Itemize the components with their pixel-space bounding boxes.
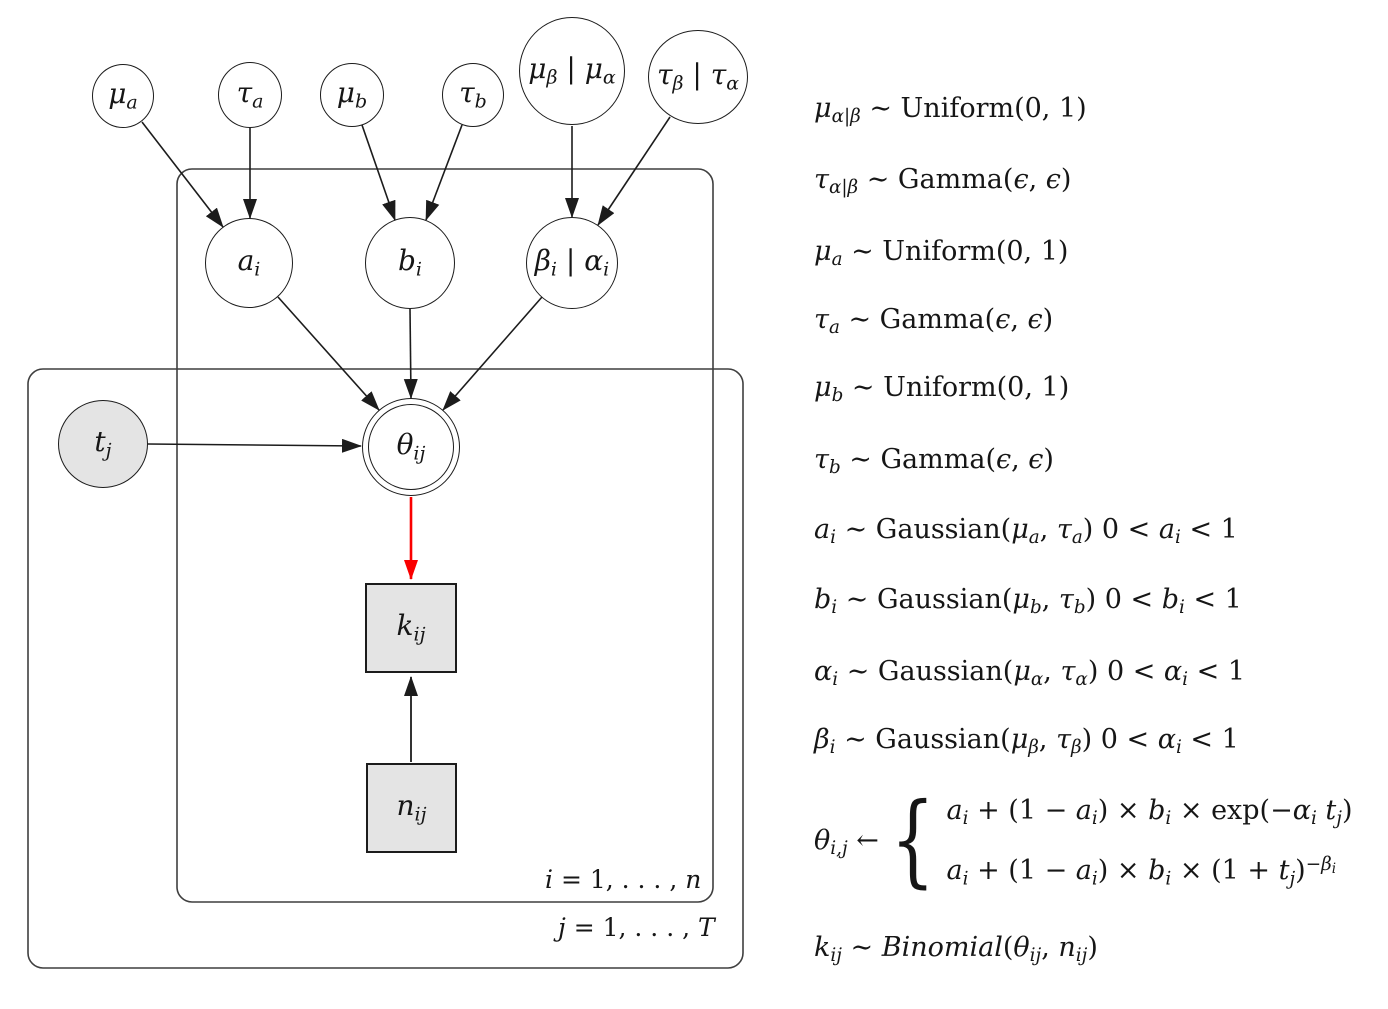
theta-inner-ring bbox=[368, 404, 454, 490]
equation-tau-alpha-beta: τα|β ∼ Gamma(ϵ, ϵ) bbox=[814, 164, 1072, 199]
edge-mu-a-to-a-i bbox=[141, 121, 224, 228]
edge-b-i-to-theta-ij bbox=[403, 308, 418, 399]
plate-j bbox=[27, 368, 744, 969]
node-mu-b-label: μb bbox=[336, 75, 368, 113]
node-t-j-label: tj bbox=[94, 424, 112, 462]
node-k-ij-label: kij bbox=[396, 608, 426, 646]
node-mu-beta-given-mu-alpha: μβ | μα bbox=[519, 17, 625, 125]
plate-j-label: j = 1, . . . , T bbox=[558, 913, 715, 942]
node-b-i: bi bbox=[365, 217, 455, 309]
node-beta-i-label: βi | αi bbox=[534, 243, 610, 281]
plate-i-label: i = 1, . . . , n bbox=[545, 865, 702, 894]
cases-lines: ai + (1 − ai) × bi × exp(−αi tj) ai + (1… bbox=[947, 793, 1353, 891]
node-a-i-label: ai bbox=[237, 243, 261, 281]
edge-mu-b-to-b-i bbox=[361, 124, 396, 221]
equation-tau-b: τb ∼ Gamma(ϵ, ϵ) bbox=[814, 444, 1054, 479]
node-mu-a: μa bbox=[92, 64, 154, 128]
node-tau-a-label: τa bbox=[236, 75, 264, 113]
edge-tau-b-to-b-i bbox=[425, 124, 463, 221]
node-a-i: ai bbox=[205, 218, 293, 308]
node-b-i-label: bi bbox=[397, 243, 423, 281]
node-tau-beta-label: τβ | τα bbox=[656, 57, 740, 95]
node-k-ij: kij bbox=[365, 583, 457, 673]
equation-beta-i: βi ∼ Gaussian(μβ, τβ) 0 < αi < 1 bbox=[814, 724, 1239, 759]
node-mu-beta-label: μβ | μα bbox=[528, 51, 616, 89]
equation-tau-a: τa ∼ Gamma(ϵ, ϵ) bbox=[814, 304, 1054, 339]
equation-theta-ij-cases: θi,j ← { ai + (1 − ai) × bi × exp(−αi tj… bbox=[814, 780, 1353, 898]
edge-tau-beta-to-beta-i bbox=[597, 116, 671, 226]
node-beta-i-given-alpha-i: βi | αi bbox=[526, 217, 618, 309]
node-tau-b: τb bbox=[442, 63, 504, 127]
theta-cases-lhs: θi,j ← bbox=[814, 825, 879, 860]
equation-alpha-i: αi ∼ Gaussian(μα, τα) 0 < αi < 1 bbox=[814, 656, 1245, 691]
edge-a-i-to-theta-ij bbox=[277, 296, 380, 411]
node-theta-ij-label: θij bbox=[396, 427, 426, 465]
node-mu-a-label: μa bbox=[108, 76, 138, 114]
edge-beta-i-to-theta-ij bbox=[442, 296, 543, 411]
theta-case-power-law: ai + (1 − ai) × bi × (1 + tj)−βi bbox=[946, 854, 1337, 890]
equation-a-i: ai ∼ Gaussian(μa, τa) 0 < ai < 1 bbox=[814, 514, 1238, 549]
equation-k-ij: kij ∼ Binomial(θij, nij) bbox=[814, 932, 1098, 967]
node-tau-beta-given-tau-alpha: τβ | τα bbox=[648, 30, 748, 124]
equation-mu-alpha-beta: μα|β ∼ Uniform(0, 1) bbox=[814, 93, 1087, 128]
node-n-ij-label: nij bbox=[396, 788, 427, 826]
node-tau-b-label: τb bbox=[459, 75, 487, 113]
node-t-j: tj bbox=[58, 400, 148, 488]
equation-mu-a: μa ∼ Uniform(0, 1) bbox=[814, 236, 1069, 271]
node-theta-ij: θij bbox=[362, 398, 460, 496]
cases-brace: { bbox=[890, 780, 935, 898]
theta-case-exponential: ai + (1 − ai) × bi × exp(−αi tj) bbox=[946, 795, 1353, 830]
node-mu-b: μb bbox=[320, 63, 384, 127]
equation-mu-b: μb ∼ Uniform(0, 1) bbox=[814, 372, 1070, 407]
node-n-ij: nij bbox=[366, 763, 457, 853]
edge-t-j-to-theta-ij bbox=[147, 438, 362, 453]
node-tau-a: τa bbox=[218, 62, 282, 128]
equation-b-i: bi ∼ Gaussian(μb, τb) 0 < bi < 1 bbox=[814, 584, 1242, 619]
